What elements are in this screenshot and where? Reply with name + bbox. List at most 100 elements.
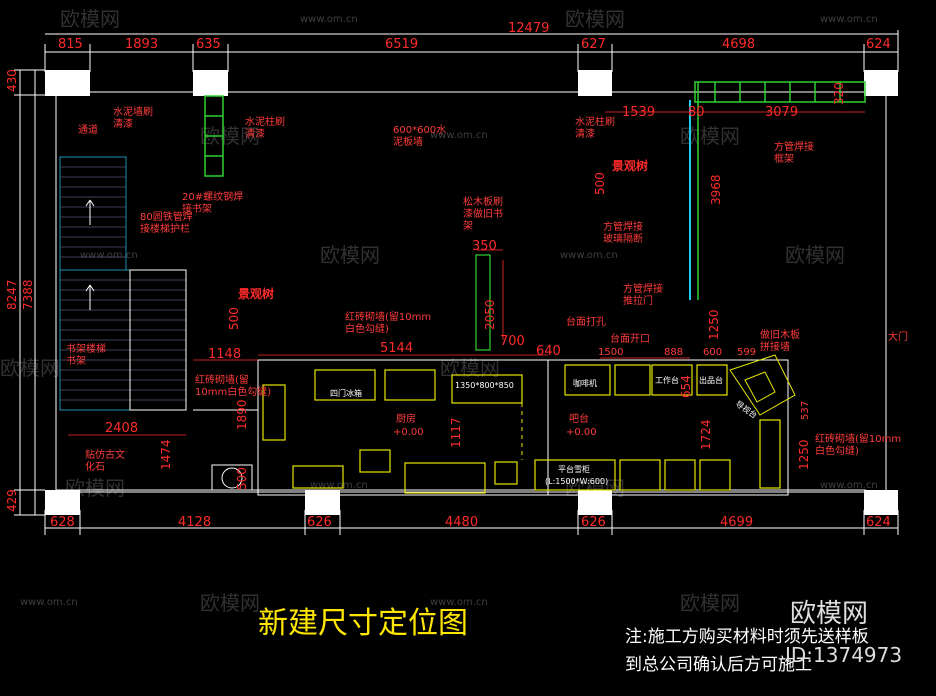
- dim-label: 1500: [598, 347, 623, 358]
- dim-label: 5144: [380, 341, 413, 356]
- note-counter-open: 台面开口: [610, 332, 650, 345]
- stair-arrows: [85, 199, 95, 310]
- dim-label: 1893: [125, 37, 158, 52]
- dim-label: 1724: [699, 419, 713, 450]
- dim-label: 1148: [208, 347, 241, 362]
- dim-label: 1117: [449, 417, 463, 448]
- label-workbench: 工作台: [655, 375, 679, 385]
- dim-label: 6519: [385, 37, 418, 52]
- dim-label: 1890: [235, 399, 249, 430]
- label-worktable: 平台雪柜: [558, 464, 590, 474]
- dim-label: 537: [800, 401, 811, 420]
- note-counter-hole: 台面打孔: [566, 315, 606, 328]
- dim-label: 1474: [159, 439, 173, 470]
- coffee-machine: [564, 364, 611, 396]
- dim-label: 626: [581, 515, 606, 530]
- dim-label: 600: [703, 347, 722, 358]
- square-pipe-frame: [694, 81, 866, 300]
- note-landscape-tree: 景观树: [238, 286, 274, 301]
- stair-treads: [60, 166, 186, 401]
- sink: [221, 467, 243, 489]
- staircase: [59, 156, 187, 411]
- note-pull-door: 方管焊接推拉门: [623, 282, 663, 307]
- room-kitchen-level: +0.00: [393, 427, 424, 438]
- dim-label: 626: [307, 515, 332, 530]
- stair-side-wall: [129, 269, 187, 411]
- watermark-text: 欧模网: [565, 7, 625, 31]
- dim-total-label: 12479: [508, 21, 549, 36]
- dim-label: 815: [58, 37, 83, 52]
- dim-label: 635: [196, 37, 221, 52]
- kitchen-equipment: [262, 364, 781, 494]
- bottom-dimension-labels: 628 4128 626 4480 626 4699 624: [50, 515, 891, 530]
- watermark-url: www.om.cn: [560, 250, 618, 261]
- worktable: [534, 459, 616, 491]
- watermark-text: 欧模网: [0, 356, 60, 380]
- note-steel-shelf: 20#螺纹钢焊接书架: [182, 190, 243, 215]
- note-passage: 通道: [78, 123, 98, 136]
- toilet-cubicle: [211, 464, 253, 491]
- watermark-url: www.om.cn: [20, 597, 78, 608]
- dim-label: 4128: [178, 515, 211, 530]
- label-reception: 导视台: [734, 398, 759, 420]
- watermarks: 欧模网 www.om.cn 欧模网 www.om.cn 欧模网 www.om.c…: [0, 7, 878, 615]
- watermark-url: www.om.cn: [820, 480, 878, 491]
- note-stair-rail: 80圆铁管焊接楼梯护栏: [140, 210, 193, 235]
- watermark-url: www.om.cn: [430, 130, 488, 141]
- watermark-text: 欧模网: [785, 243, 845, 267]
- watermark-text: 欧模网: [320, 243, 380, 267]
- dim-label: 1539: [622, 105, 655, 120]
- kitchen-walls: [193, 359, 789, 496]
- pine-bookshelf: [475, 254, 491, 351]
- brand-logo-text: 欧模网: [790, 599, 868, 629]
- brand-id: ID:1374973: [785, 643, 902, 667]
- room-bar: 吧台: [569, 412, 589, 425]
- note-glass-partition: 方管焊接玻璃隔断: [603, 220, 643, 245]
- dim-label: 4699: [720, 515, 753, 530]
- dim-label: 80: [688, 105, 705, 120]
- dim-label: 1250: [797, 439, 811, 470]
- label-cashier: 出品台: [699, 375, 723, 385]
- interior-dimension-labels: 1539 80 3079 320 3968 500 500 350 2050 7…: [105, 82, 846, 490]
- note-cement-column-2: 水泥柱刷清漆: [575, 115, 615, 140]
- dim-label: 628: [50, 515, 75, 530]
- left-dimension-labels: 430 8247 7388 429: [5, 69, 35, 512]
- cashier: [696, 364, 728, 396]
- column: [193, 70, 228, 96]
- note-square-pipe-frame: 方管焊接框架: [774, 140, 814, 165]
- note-cement-wall: 水泥墙刷清漆: [113, 105, 153, 130]
- dim-label: 4480: [445, 515, 478, 530]
- column: [305, 490, 340, 515]
- column: [864, 70, 898, 96]
- reception-desk: [729, 354, 796, 416]
- dim-label: 7388: [21, 279, 35, 310]
- annotations: 水泥墙刷清漆 水泥柱刷清漆 水泥柱刷清漆 600*600水泥板墙 通道 20#螺…: [66, 105, 908, 473]
- note-pine-shelf: 松木板刷漆做旧书架: [463, 195, 503, 232]
- footnote-line-1: 注:施工方购买材料时须先送样板: [625, 627, 869, 647]
- note-antique-stone: 贴仿古文化石: [85, 448, 125, 473]
- structural-columns: [45, 70, 898, 515]
- watermark-url: www.om.cn: [80, 250, 138, 261]
- dim-label: 654: [679, 375, 693, 398]
- note-concrete-board: 600*600水泥板墙: [393, 124, 446, 148]
- fridge: [314, 369, 376, 401]
- dim-label: 500: [593, 172, 607, 195]
- steel-bookshelf: [204, 95, 224, 177]
- column: [864, 490, 898, 515]
- dim-label: 350: [472, 239, 497, 254]
- column: [578, 70, 612, 96]
- column: [45, 490, 80, 515]
- label-coffee-machine: 咖啡机: [573, 378, 597, 388]
- note-old-wood: 做旧木板拼接墙: [760, 328, 800, 353]
- outer-walls: [55, 91, 887, 493]
- watermark-url: www.om.cn: [300, 14, 358, 25]
- column: [578, 490, 612, 515]
- watermark-text: 欧模网: [200, 591, 260, 615]
- label-worktable-size: (L:1500*W:600): [545, 477, 608, 486]
- watermark-url: www.om.cn: [820, 14, 878, 25]
- watermark-url: www.om.cn: [430, 597, 488, 608]
